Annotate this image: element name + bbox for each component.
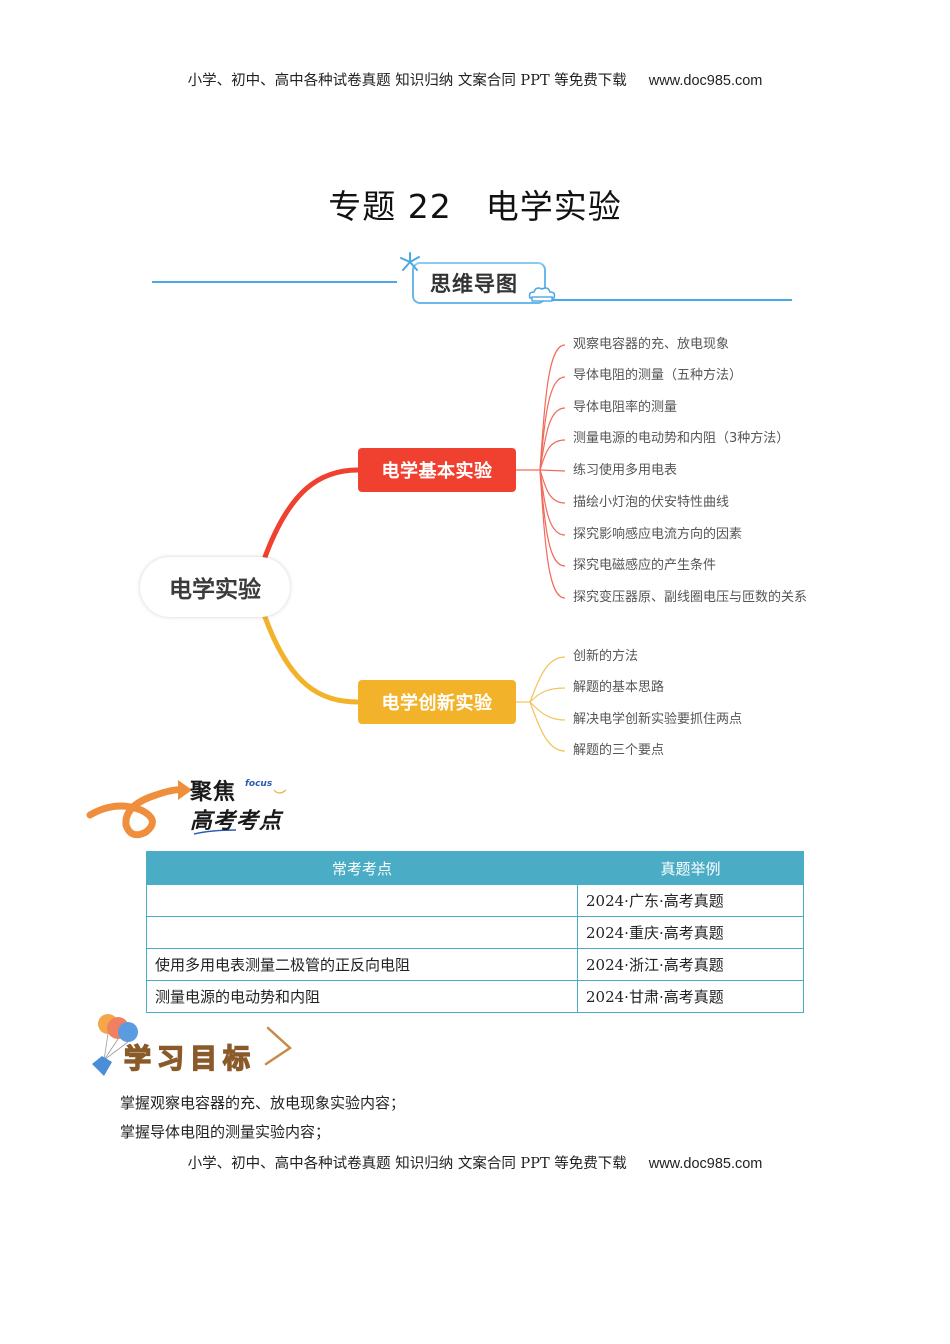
page-title: 专题 22 电学实验 [0, 180, 950, 228]
sparkle-icon [400, 252, 420, 271]
mindmap-leaf: 探究变压器原、副线圈电压与匝数的关系 [573, 590, 808, 605]
mindmap-root-node: 电学实验 [140, 557, 290, 617]
mindmap-leaf: 测量电源的电动势和内阻（3种方法） [573, 431, 790, 446]
cloud-icon [528, 287, 556, 302]
table-cell-topic: 使用多用电表测量二极管的正反向电阻 [146, 948, 578, 981]
mindmap-leaf: 观察电容器的充、放电现象 [573, 337, 730, 352]
column-header-examples: 真题举例 [577, 851, 804, 885]
table-cell-topic [146, 916, 578, 949]
header-banner: 小学、初中、高中各种试卷真题 知识归纳 文案合同 PPT 等免费下载 www.do… [0, 69, 950, 90]
mindmap-leaf: 解决电学创新实验要抓住两点 [573, 712, 743, 727]
mindmap-section-frame [412, 262, 546, 304]
focus-english-label: focus [245, 779, 273, 789]
mindmap-leaf: 解题的三个要点 [573, 743, 665, 758]
table-cell-topic: 测量电源的电动势和内阻 [146, 980, 578, 1013]
mindmap-leaf: 描绘小灯泡的伏安特性曲线 [573, 495, 730, 510]
mindmap-leaf: 导体电阻的测量（五种方法） [573, 368, 743, 383]
section-divider-left [152, 281, 397, 283]
footer-banner-text: 小学、初中、高中各种试卷真题 知识归纳 文案合同 PPT 等免费下载 [187, 1156, 627, 1172]
title-main: 电学实验 [485, 187, 622, 226]
table-row: 2024·广东·高考真题 [146, 884, 804, 917]
mindmap-leaf: 练习使用多用电表 [573, 463, 678, 478]
header-banner-text: 小学、初中、高中各种试卷真题 知识归纳 文案合同 PPT 等免费下载 [187, 73, 627, 89]
mindmap-section-label: 思维导图 [430, 272, 518, 296]
mindmap-leaf: 解题的基本思路 [573, 680, 665, 695]
mindmap-leaf: 探究电磁感应的产生条件 [573, 558, 717, 573]
table-cell-topic [146, 884, 578, 917]
section-divider-right [540, 299, 792, 301]
goals-section-label: 学习目标 [123, 1043, 256, 1076]
header-banner-site-link[interactable]: www.doc985.com [648, 73, 763, 89]
table-cell-example: 2024·重庆·高考真题 [577, 916, 804, 949]
focus-title-line2: 高考考点 [190, 809, 283, 834]
footer-banner: 小学、初中、高中各种试卷真题 知识归纳 文案合同 PPT 等免费下载 www.do… [0, 1152, 950, 1173]
table-row: 使用多用电表测量二极管的正反向电阻 2024·浙江·高考真题 [146, 948, 804, 981]
table-row: 2024·重庆·高考真题 [146, 916, 804, 949]
mindmap-connectors [262, 344, 566, 752]
goal-item: 掌握观察电容器的充、放电现象实验内容； [120, 1094, 406, 1112]
column-header-topic: 常考考点 [146, 851, 578, 885]
footer-banner-site-link[interactable]: www.doc985.com [648, 1156, 763, 1172]
focus-arrow-icon [86, 780, 287, 839]
exam-points-table: 常考考点 真题举例 2024·广东·高考真题 2024·重庆·高考真题 使用多用… [146, 851, 804, 1013]
balloon-book-icon [92, 1014, 293, 1076]
focus-title-line1: 聚焦 [190, 780, 237, 805]
table-row: 测量电源的电动势和内阻 2024·甘肃·高考真题 [146, 980, 804, 1013]
mindmap-leaf: 探究影响感应电流方向的因素 [573, 527, 743, 542]
table-cell-example: 2024·广东·高考真题 [577, 884, 804, 917]
mindmap-leaf: 创新的方法 [573, 649, 639, 664]
table-header-row: 常考考点 真题举例 [146, 851, 804, 885]
goal-item: 掌握导体电阻的测量实验内容； [120, 1123, 331, 1141]
title-prefix: 专题 22 [328, 187, 452, 226]
mindmap-branch-basic: 电学基本实验 [358, 448, 516, 492]
table-cell-example: 2024·甘肃·高考真题 [577, 980, 804, 1013]
table-cell-example: 2024·浙江·高考真题 [577, 948, 804, 981]
mindmap-leaf: 导体电阻率的测量 [573, 400, 678, 415]
mindmap-branch-innovative: 电学创新实验 [358, 680, 516, 724]
